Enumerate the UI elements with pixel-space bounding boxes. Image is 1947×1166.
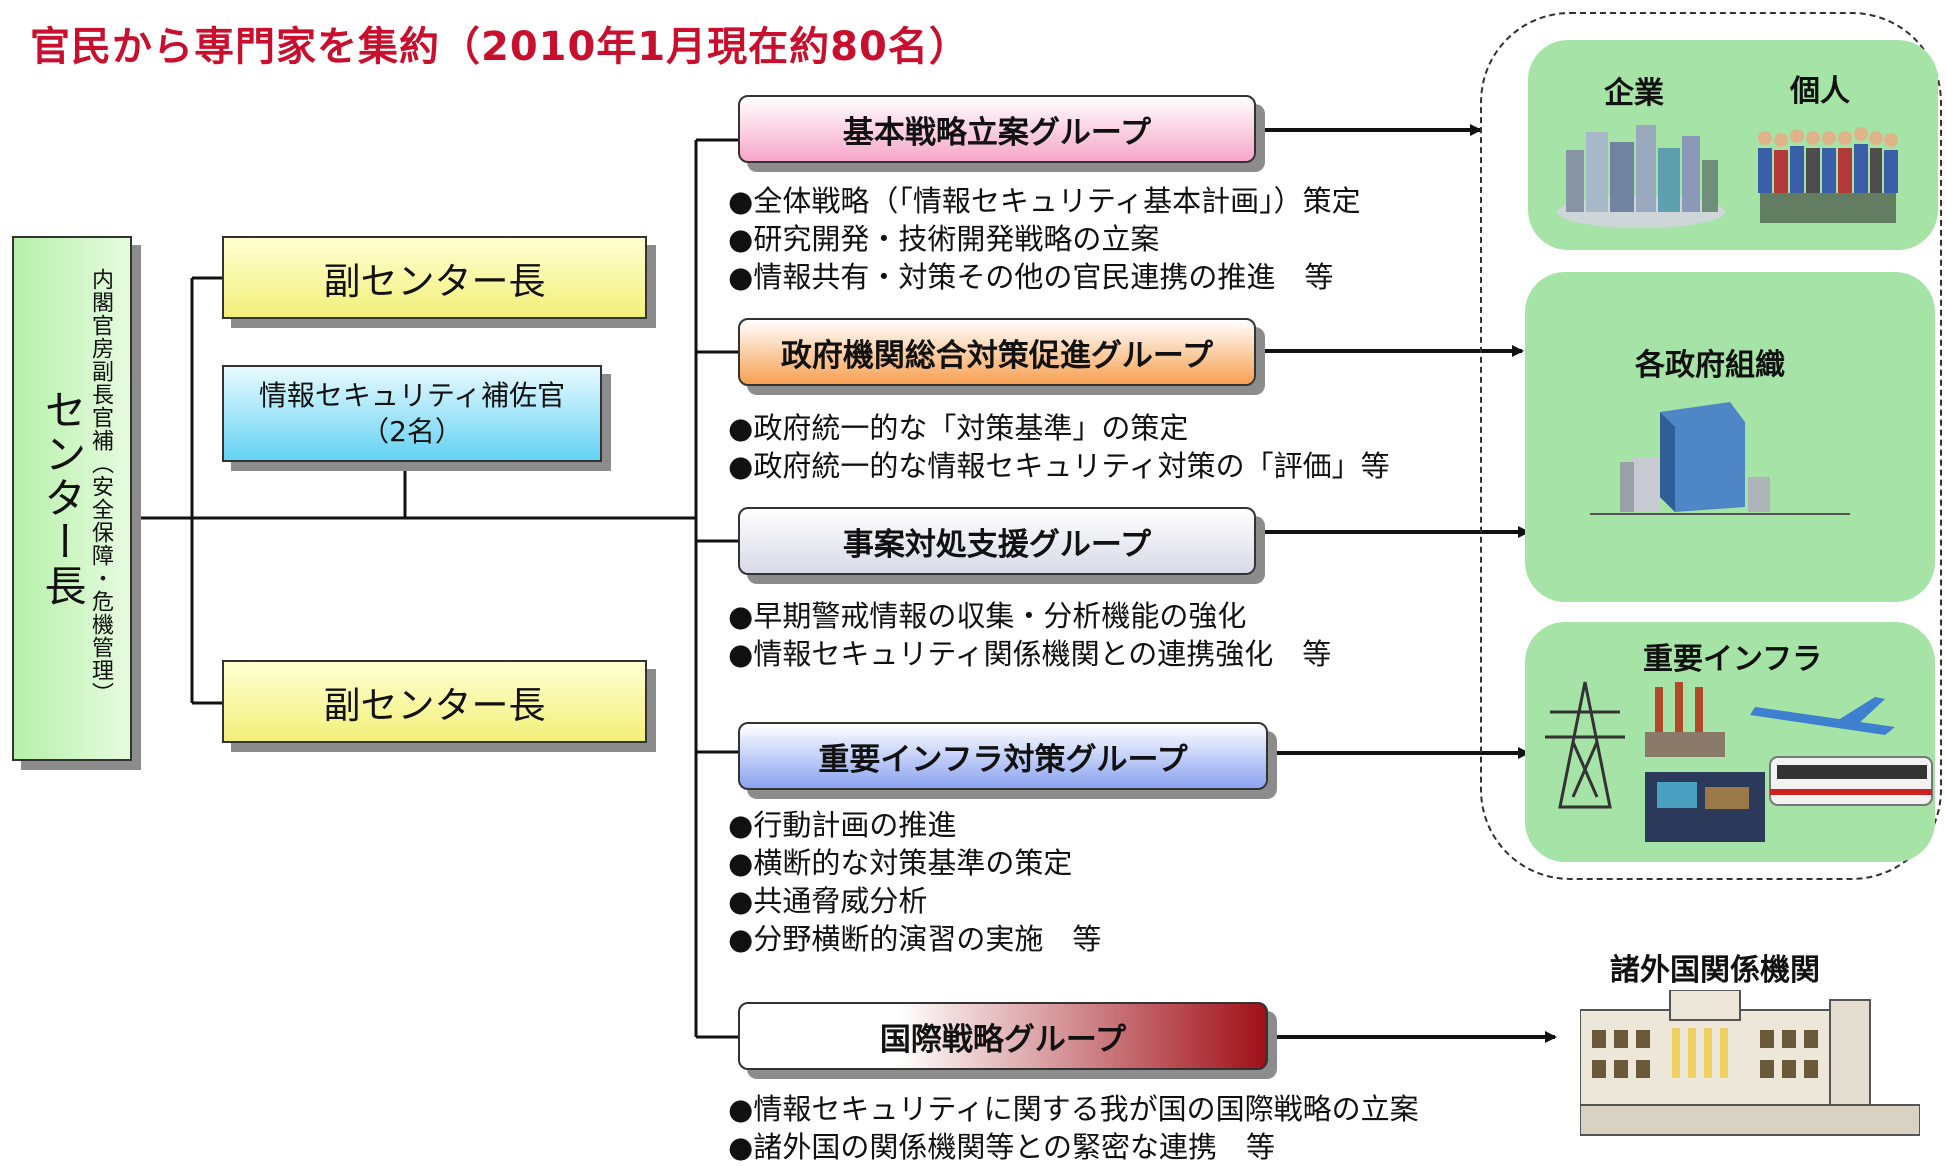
group-incident-response-items: 早期警戒情報の収集・分析機能の強化 情報セキュリティ関係機関との連携強化 等 [728,597,1331,673]
train-icon [1769,756,1933,806]
list-item: 政府統一的な情報セキュリティ対策の「評価」等 [728,447,1389,485]
companies-label: 企業 [1604,76,1664,111]
group-government-measures-items: 政府統一的な「対策基準」の策定 政府統一的な情報セキュリティ対策の「評価」等 [728,409,1390,485]
individuals-label: 個人 [1790,74,1850,109]
government-building-icon [1590,402,1850,515]
list-item: 研究開発・技術開発戦略の立案 [728,220,1361,258]
list-item: 行動計画の推進 [728,806,1101,844]
airplane-icon [1750,697,1895,735]
foreign-agencies-label: 諸外国関係機関 [1610,953,1820,988]
city-buildings-icon [1557,125,1725,228]
vice-director-box-1: 副センター長 [222,236,647,319]
panel-private-sector: 企業 個人 [1528,40,1938,250]
advisor-count: （2名） [361,414,463,448]
list-item: 分野横断的演習の実施 等 [728,920,1101,958]
control-room-icon [1645,772,1765,842]
list-item: 諸外国の関係機関等との緊密な連携 等 [728,1128,1419,1166]
list-item: 情報セキュリティ関係機関との連携強化 等 [728,635,1331,673]
list-item: 情報共有・対策その他の官民連携の推進 等 [728,258,1361,296]
center-director-title: センター長 [38,388,87,608]
list-item: 共通脅威分析 [728,882,1101,920]
group-critical-infrastructure: 重要インフラ対策グループ [738,722,1268,790]
group-government-measures: 政府機関総合対策促進グループ [738,318,1256,386]
group-incident-response: 事案対処支援グループ [738,507,1256,575]
page-title: 官民から専門家を集約（2010年1月現在約80名） [30,24,970,70]
advisor-box: 情報セキュリティ補佐官 （2名） [222,365,602,462]
list-item: 情報セキュリティに関する我が国の国際戦略の立案 [728,1090,1418,1128]
list-item: 政府統一的な「対策基準」の策定 [728,409,1390,447]
group-basic-strategy-items: 全体戦略（「情報セキュリティ基本計画」）策定 研究開発・技術開発戦略の立案 情報… [728,182,1361,296]
vice-director-box-2: 副センター長 [222,660,647,743]
infrastructure-label: 重要インフラ [1643,642,1823,677]
list-item: 全体戦略（「情報セキュリティ基本計画」）策定 [728,182,1360,220]
panel-government: 各政府組織 [1525,272,1935,602]
list-item: 早期警戒情報の収集・分析機能の強化 [728,597,1331,635]
group-basic-strategy: 基本戦略立案グループ [738,95,1256,163]
private-public-boundary [1480,12,1942,880]
infrastructure-icons [1545,681,1933,842]
people-icon [1758,127,1898,223]
center-director-subtitle: 内閣官房副長官補（安全保障・危機管理） [88,268,113,705]
panel-critical-infrastructure: 重要インフラ [1525,622,1935,862]
group-international-strategy: 国際戦略グループ [738,1002,1268,1070]
list-item: 横断的な対策基準の策定 [728,844,1101,882]
group-international-strategy-items: 情報セキュリティに関する我が国の国際戦略の立案 諸外国の関係機関等との緊密な連携… [728,1090,1419,1166]
foreign-building-icon [1580,990,1920,1136]
group-critical-infrastructure-items: 行動計画の推進 横断的な対策基準の策定 共通脅威分析 分野横断的演習の実施 等 [728,806,1101,958]
government-label: 各政府組織 [1635,348,1785,383]
advisor-label: 情報セキュリティ補佐官 [258,378,566,412]
factory-icon [1645,682,1725,757]
center-director-box: 内閣官房副長官補（安全保障・危機管理） センター長 [12,236,132,761]
power-tower-icon [1545,681,1625,809]
